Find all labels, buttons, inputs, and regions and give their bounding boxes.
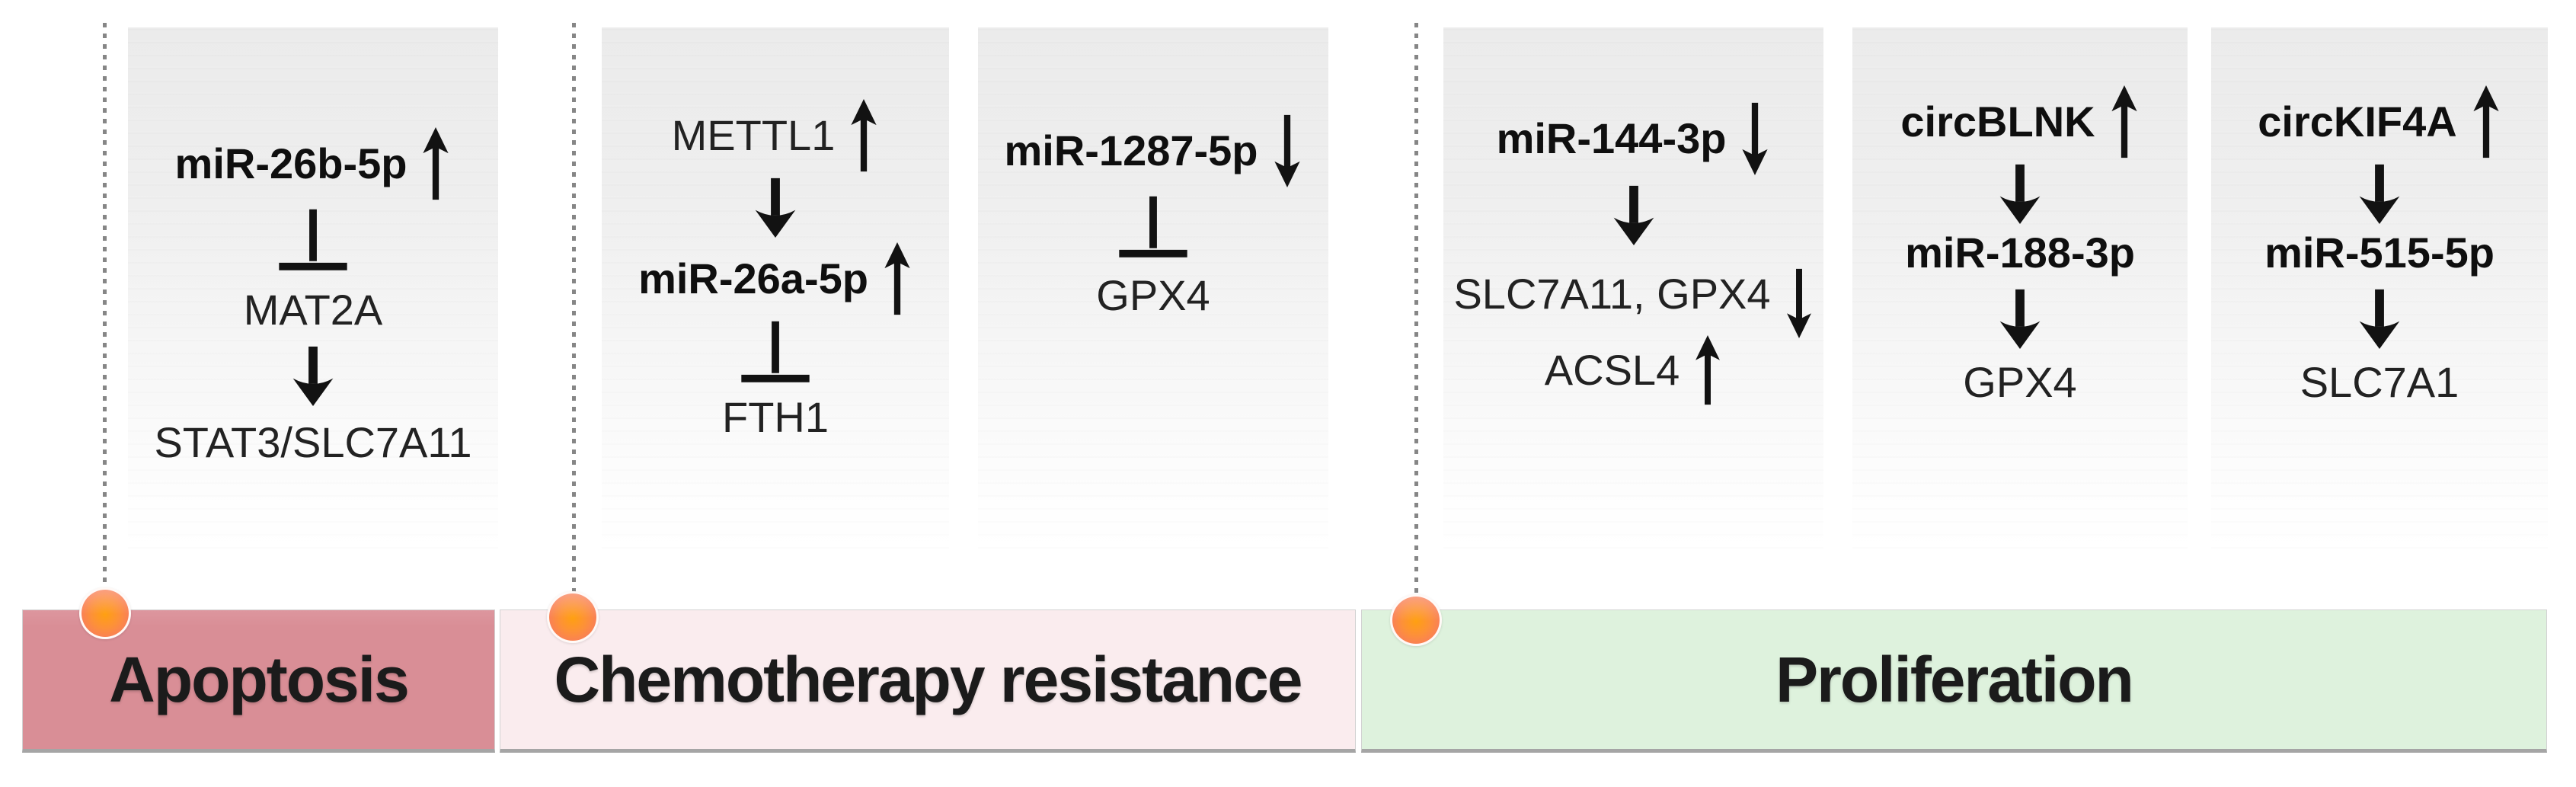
pin-icon [547, 591, 599, 643]
arrow-down-icon [292, 346, 334, 406]
arrow-down-icon [1999, 289, 2041, 349]
pathway-row [752, 177, 799, 238]
molecule-label: STAT3/SLC7A11 [154, 418, 472, 466]
molecule-label: miR-144-3p [1496, 114, 1727, 162]
pathway-row: SLC7A11, GPX4 [1453, 259, 1813, 338]
up-trend-arrow-icon [884, 242, 910, 315]
up-trend-arrow-icon [2111, 85, 2137, 158]
pathway-row: miR-144-3p [1497, 102, 1771, 175]
pathway-row: miR-26b-5p [175, 127, 452, 200]
band-label: Apoptosis [109, 643, 410, 715]
pathway-row: circBLNK [1900, 85, 2139, 158]
pin-icon [79, 587, 131, 639]
band-proliferation: Proliferation [1361, 609, 2547, 753]
pathway-row [1610, 184, 1657, 245]
pathway-row [1996, 288, 2044, 349]
pathway-row: circKIF4A [2258, 85, 2501, 158]
up-trend-arrow-icon [2473, 85, 2499, 158]
inhibition-bar-icon [279, 209, 347, 270]
pathway-row: SLC7A1 [2300, 358, 2459, 407]
pathway-row: miR-1287-5p [1004, 114, 1302, 187]
up-trend-arrow-icon [423, 127, 449, 200]
molecule-label: SLC7A1 [2300, 358, 2459, 406]
arrow-down-icon [2359, 164, 2400, 224]
pathway-row: miR-515-5p [2264, 229, 2495, 277]
pathway-row [2356, 288, 2403, 349]
band-chemotherapy-resistance: Chemotherapy resistance [500, 609, 1356, 753]
arrow-down-icon [1999, 164, 2041, 224]
inhibition-bar-icon [741, 321, 810, 382]
pathway-row [1111, 195, 1196, 259]
pathway-row [733, 320, 818, 384]
dotted-connector-line [103, 23, 107, 593]
dotted-connector-line [1414, 23, 1418, 593]
pathway-row [2356, 163, 2403, 224]
dotted-connector-line [572, 23, 576, 593]
band-label: Proliferation [1775, 643, 2134, 715]
band-label: Chemotherapy resistance [554, 643, 1302, 715]
molecule-label: miR-515-5p [2264, 229, 2495, 277]
pathway-box-mir-26b-5p: miR-26b-5p MAT2A STAT3/SLC7A11 [128, 27, 498, 553]
pathway-row [289, 345, 337, 406]
pathway-row: METTL1 [672, 99, 880, 172]
molecule-label: MAT2A [243, 286, 383, 334]
pin-icon [1390, 594, 1442, 646]
up-trend-arrow-icon [851, 99, 877, 172]
molecule-label: ACSL4 [1544, 346, 1680, 394]
down-trend-arrow-icon [1742, 102, 1769, 175]
up-trend-arrow-icon [1695, 335, 1721, 405]
pathway-row: GPX4 [1096, 271, 1210, 320]
molecule-label: miR-188-3p [1905, 229, 2135, 277]
molecule-label: GPX4 [1963, 358, 2077, 406]
pathway-row: GPX4 [1963, 358, 2076, 407]
pathway-row [270, 208, 356, 272]
pathway-box-mir-144-3p: miR-144-3p SLC7A11, GPX4 ACSL4 [1443, 27, 1823, 553]
band-apoptosis: Apoptosis [22, 609, 495, 753]
pathway-row: miR-188-3p [1905, 229, 2135, 277]
inhibition-bar-icon [1119, 196, 1187, 258]
molecule-label: METTL1 [671, 111, 836, 159]
molecule-label: circBLNK [1900, 98, 2095, 146]
pathway-box-mir-1287-5p: miR-1287-5p GPX4 [978, 27, 1328, 553]
pathway-row [1996, 163, 2044, 224]
pathway-row: ACSL4 [1545, 335, 1722, 405]
pathway-box-circblnk: circBLNK miR-188-3p GPX4 [1852, 27, 2188, 553]
arrow-down-icon [2359, 289, 2400, 349]
arrow-down-icon [755, 178, 796, 238]
pathway-row: miR-26a-5p [638, 242, 912, 315]
pathway-box-circkif4a: circKIF4A miR-515-5p SLC7A1 [2211, 27, 2548, 553]
molecule-label: miR-26a-5p [638, 254, 868, 302]
molecule-label: circKIF4A [2258, 98, 2457, 146]
pathway-box-mir-26a-5p: METTL1 miR-26a-5p FTH1 [602, 27, 949, 553]
molecule-label: FTH1 [722, 393, 829, 441]
pathway-row: STAT3/SLC7A11 [154, 418, 471, 467]
molecule-label: miR-1287-5p [1004, 126, 1258, 174]
molecule-label: GPX4 [1096, 271, 1210, 319]
molecule-label: SLC7A11, GPX4 [1453, 270, 1771, 318]
pathway-row: MAT2A [244, 286, 383, 334]
molecule-label: miR-26b-5p [174, 139, 407, 187]
down-trend-arrow-icon [1274, 114, 1300, 187]
pathway-row: FTH1 [722, 393, 829, 442]
arrow-down-icon [1613, 185, 1654, 245]
down-trend-arrow-icon [1786, 268, 1811, 338]
